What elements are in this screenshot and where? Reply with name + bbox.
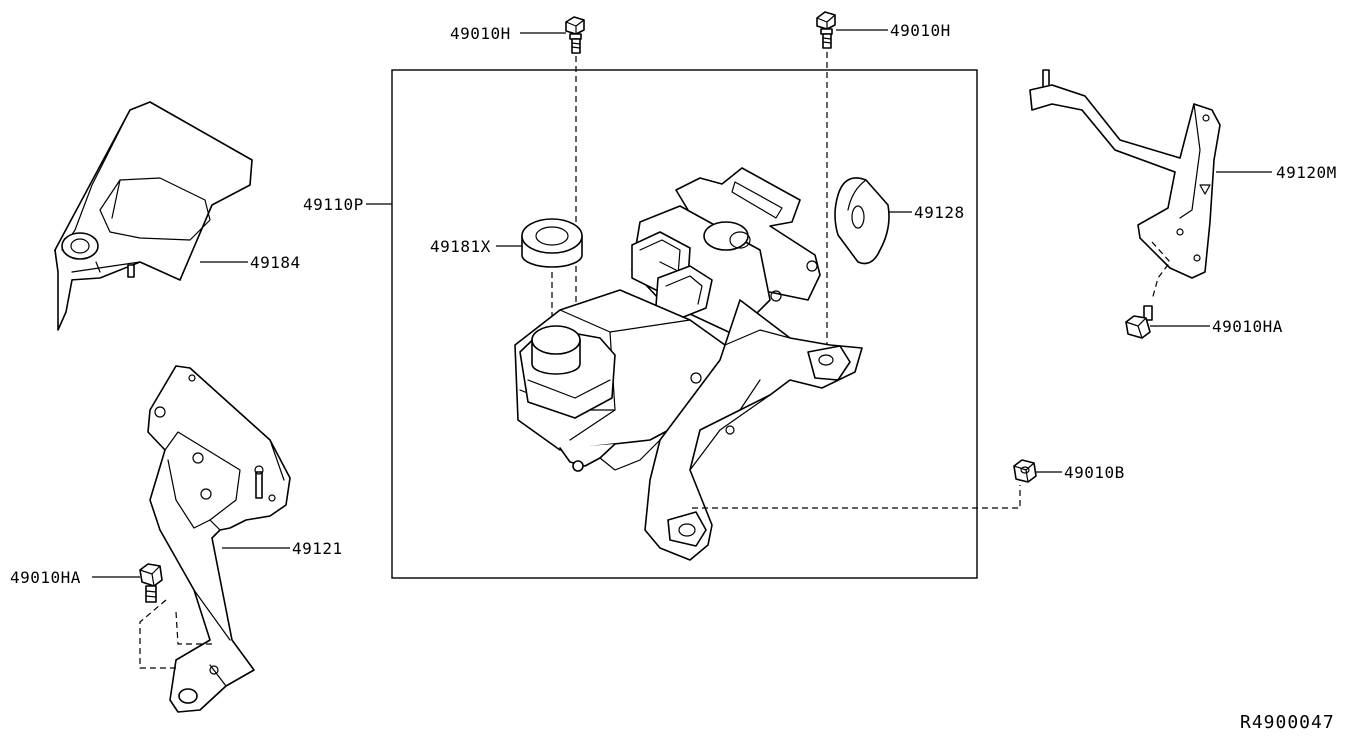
washer-part (834, 177, 890, 265)
pump-assembly-part (514, 167, 863, 561)
label-bolt-top-left: 49010H (450, 24, 511, 43)
bolt-right-part (1125, 305, 1153, 339)
label-reservoir-cap: 49181X (430, 237, 491, 256)
bolt-top-left (565, 16, 585, 54)
bolt-top-right (816, 11, 836, 49)
label-pump-assembly: 49110P (303, 195, 364, 214)
label-nut-right: 49010B (1064, 463, 1125, 482)
label-bolt-right: 49010HA (1212, 317, 1283, 336)
label-washer: 49128 (914, 203, 965, 222)
reference-code: R4900047 (1240, 712, 1335, 733)
assembly-frame (391, 69, 978, 579)
bolt-left-part (139, 563, 163, 603)
label-bolt-left: 49010HA (10, 568, 81, 587)
label-cover: 49184 (250, 253, 301, 272)
upper-right-bracket-part (1029, 69, 1221, 279)
nut-right-part (1013, 459, 1037, 483)
label-upper-right-bracket: 49120M (1276, 163, 1337, 182)
label-lower-left-bracket: 49121 (292, 539, 343, 558)
label-bolt-top-right: 49010H (890, 21, 951, 40)
reservoir-cap-part (521, 218, 583, 268)
lower-left-bracket-part (147, 365, 291, 713)
cover-part (54, 101, 253, 331)
